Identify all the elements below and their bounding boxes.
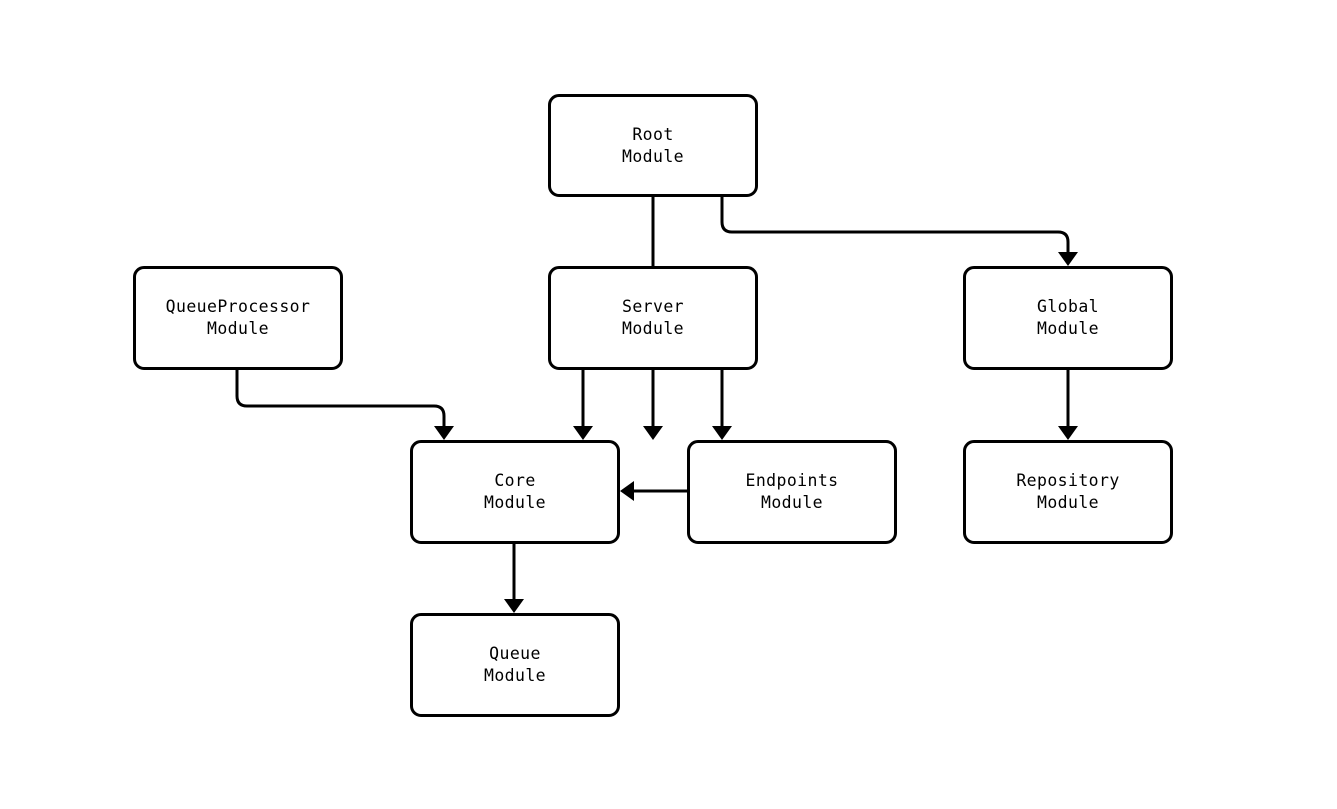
node-queue[interactable]: Queue Module — [410, 613, 620, 717]
node-queue-label-line1: Queue — [489, 644, 541, 663]
arrowhead-core-to-queue — [504, 599, 524, 613]
arrowhead-server-to-core — [573, 426, 593, 440]
node-queue-label-line2: Module — [483, 666, 546, 685]
node-server-label-line1: Server — [621, 297, 684, 316]
arrowhead-root-to-global — [1058, 252, 1078, 266]
edge-queueprocessor-to-core — [235, 370, 446, 428]
node-root-label-line2: Module — [621, 146, 684, 166]
node-server[interactable]: Server Module — [548, 266, 758, 370]
node-endpoints[interactable]: Endpoints Module — [687, 440, 897, 544]
node-core-label-line2: Module — [483, 493, 546, 512]
node-endpoints-label-line2: Module — [760, 493, 823, 512]
node-global-label-line2: Module — [1036, 319, 1099, 338]
node-global[interactable]: Global Module — [963, 266, 1173, 370]
node-global-label-line1: Global — [1036, 297, 1099, 316]
node-queueprocessor[interactable]: QueueProcessor Module — [133, 266, 343, 370]
node-repository-label-line2: Module — [1036, 493, 1099, 512]
node-queueprocessor-label-line1: QueueProcessor — [165, 297, 311, 316]
node-queueprocessor-label-line2: Module — [206, 319, 269, 338]
node-root[interactable]: Root Module — [548, 94, 758, 197]
node-repository-label-line1: Repository — [1016, 471, 1120, 490]
edge-root-to-global — [720, 197, 1070, 254]
arrowhead-endpoints-to-core — [620, 481, 634, 501]
node-repository[interactable]: Repository Module — [963, 440, 1173, 544]
arrowhead-global-to-repository — [1058, 426, 1078, 440]
arrowhead-root-to-server — [643, 426, 663, 440]
edges-group — [235, 197, 1078, 613]
arrowhead-queueprocessor-to-core — [434, 426, 454, 440]
node-core-label-line1: Core — [494, 471, 536, 490]
node-endpoints-label-line1: Endpoints — [745, 471, 839, 490]
arrowhead-server-to-endpoints — [712, 426, 732, 440]
node-server-label-line2: Module — [621, 319, 684, 338]
node-root-label-line1: Root — [632, 124, 674, 144]
node-core[interactable]: Core Module — [410, 440, 620, 544]
